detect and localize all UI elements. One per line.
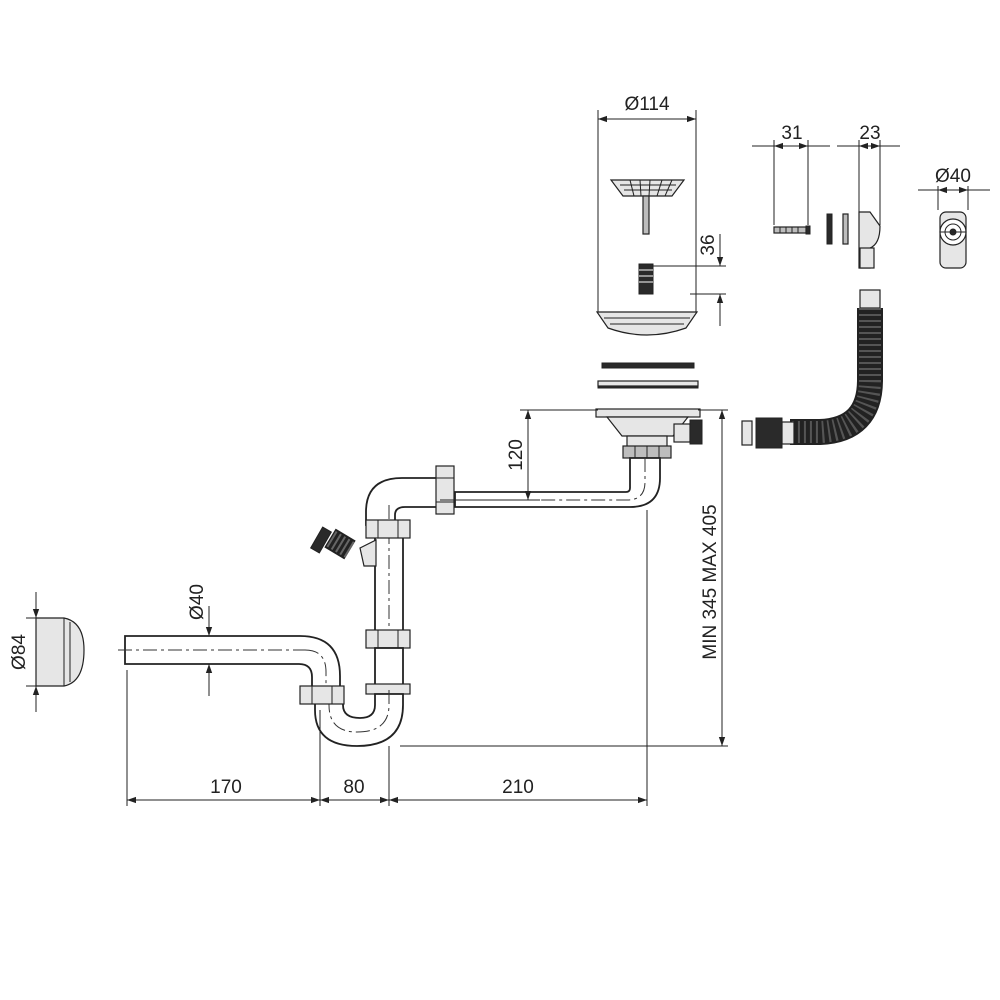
- dim-114: Ø114: [624, 94, 670, 115]
- strainer-basket: [609, 179, 686, 197]
- overflow-grate: [939, 211, 967, 269]
- gaskets: [597, 362, 699, 389]
- threaded-plug: [638, 263, 654, 295]
- strainer-stem: [642, 195, 650, 235]
- dim-40-top: Ø40: [935, 166, 971, 187]
- drain-body: [595, 408, 703, 459]
- strainer-basket-view: Ø114 36: [595, 94, 726, 336]
- dim-84: Ø84: [9, 634, 30, 670]
- dim-40-pipe: Ø40: [187, 584, 208, 620]
- overflow-washer: [826, 213, 849, 245]
- overflow-parts: 31 23 Ø40: [752, 123, 990, 269]
- dim-120: 120: [506, 439, 527, 471]
- union-nut-top: [435, 465, 455, 515]
- gasket-top: [601, 362, 695, 369]
- dim-170: 170: [210, 777, 242, 798]
- union-nut-outlet: [299, 685, 345, 705]
- overflow-bolt: [773, 225, 811, 235]
- wall-rosette: [35, 617, 85, 687]
- union-nut-trap: [365, 683, 411, 695]
- dim-36: 36: [698, 234, 719, 255]
- union-nut-mid-low: [365, 629, 411, 649]
- dim-23: 23: [859, 123, 880, 144]
- dim-210: 210: [502, 777, 534, 798]
- outlet-pipe: [124, 635, 341, 691]
- dim-80: 80: [343, 777, 364, 798]
- trap-bend: [314, 693, 404, 747]
- side-inlet: [309, 526, 377, 567]
- strainer-flange: [595, 311, 699, 336]
- dim-31: 31: [781, 123, 802, 144]
- flexible-overflow-hose: [741, 289, 883, 449]
- overflow-head: [858, 211, 881, 269]
- union-nut-mid-top: [365, 519, 411, 539]
- dim-min-max: MIN 345 MAX 405: [700, 504, 721, 659]
- gasket-bottom: [597, 380, 699, 387]
- pipework: [118, 457, 661, 747]
